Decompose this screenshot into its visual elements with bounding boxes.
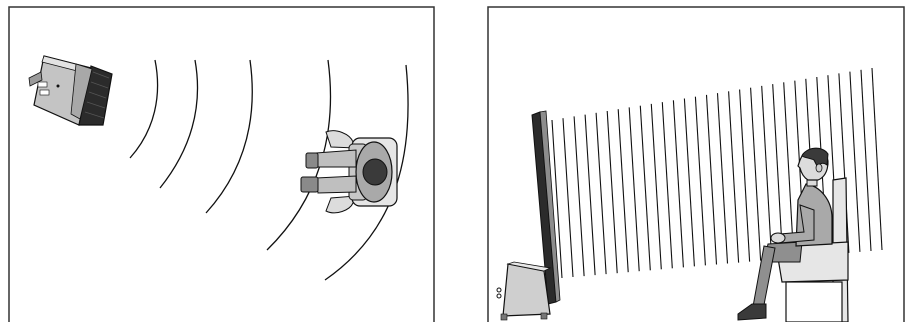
wave-line (683, 98, 695, 267)
speaker-top-view-icon (28, 55, 113, 126)
wave-line (860, 69, 872, 252)
wave-line (871, 67, 883, 251)
wave-line (716, 93, 729, 264)
panel-frame (487, 6, 905, 322)
wave-line (783, 82, 795, 258)
wave-line (661, 102, 673, 269)
wave-line (606, 110, 618, 274)
wave-line (728, 91, 740, 263)
wave-line (838, 73, 850, 253)
line-source-diagram (480, 0, 912, 322)
sound-wave-icon (129, 59, 409, 281)
wave-line (849, 71, 861, 252)
sound-wave-icon (551, 67, 883, 279)
seated-listener-top-view-icon (300, 130, 398, 214)
line-source-svg (487, 6, 905, 322)
wave-line (639, 105, 651, 271)
wave-line (772, 84, 784, 259)
wave-line (694, 96, 706, 266)
wave-line (739, 89, 751, 262)
point-source-svg (8, 6, 435, 322)
panel-speaker-side-view-icon (496, 110, 561, 321)
wave-line (551, 119, 563, 279)
wave-line (562, 118, 574, 278)
wave-line (617, 109, 629, 273)
wave-line (595, 112, 607, 275)
wave-line (672, 100, 684, 268)
wave-line (573, 116, 585, 277)
wave-line (584, 114, 596, 276)
wave-line (705, 94, 718, 265)
panel-frame (8, 6, 435, 322)
seated-listener-side-view-icon (737, 147, 849, 322)
point-source-diagram (0, 0, 440, 322)
wave-line (650, 103, 662, 270)
wave-line (761, 85, 773, 260)
wave-line (750, 87, 762, 261)
wave-line (628, 107, 640, 272)
